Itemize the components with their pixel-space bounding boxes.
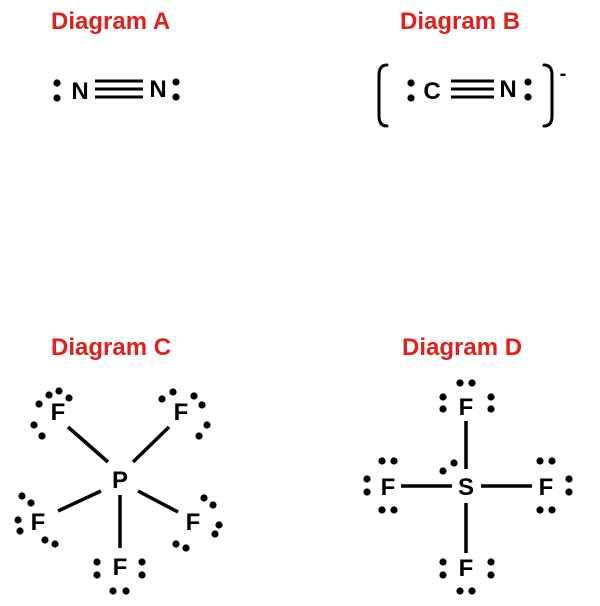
lone-pair-dot <box>450 459 458 467</box>
bond-line <box>66 425 110 464</box>
lone-pair-dot <box>45 391 53 399</box>
lone-pair-dot <box>468 587 476 595</box>
lone-pair-dot <box>53 94 61 102</box>
lone-pair-dot <box>195 432 203 440</box>
lone-pair-dot <box>211 530 219 538</box>
atom-f-bottom: F <box>459 555 474 582</box>
lone-pair-dot <box>109 587 117 595</box>
lone-pair-dot <box>524 93 532 101</box>
lone-pair-dot <box>30 421 38 429</box>
atom-c: C <box>423 78 440 105</box>
lone-pair-dot <box>390 457 398 465</box>
lone-pair-dot <box>565 488 573 496</box>
atom-f-right: F <box>539 474 554 501</box>
atom-f-lower-left: F <box>31 509 46 536</box>
diagram-a-structure: N N <box>53 76 180 105</box>
atom-f-left: F <box>381 474 396 501</box>
lone-pair-dot <box>38 432 46 440</box>
lone-pair-dot <box>487 393 495 401</box>
lone-pair-dot <box>203 421 211 429</box>
lone-pair-dot <box>390 506 398 514</box>
lone-pair-dot <box>27 499 35 507</box>
atom-n-right: N <box>149 76 166 103</box>
lone-pair-dot <box>524 78 532 86</box>
lone-pair-dot <box>41 536 49 544</box>
left-bracket <box>377 63 389 128</box>
right-bracket <box>542 63 554 128</box>
diagram-d-title: Diagram D <box>402 334 522 361</box>
lone-pair-dot <box>53 79 61 87</box>
diagram-a-title: Diagram A <box>51 8 170 35</box>
lone-pair-dot <box>536 457 544 465</box>
lone-pair-dot <box>487 571 495 579</box>
lone-pair-dot <box>172 93 180 101</box>
lone-pair-dot <box>439 571 447 579</box>
lone-pair-dot <box>565 475 573 483</box>
lone-pair-dot <box>456 379 464 387</box>
lone-pair-dot <box>200 494 208 502</box>
atom-f-bottom: F <box>113 554 128 581</box>
lone-pair-dot <box>172 78 180 86</box>
lone-pair-dot <box>407 79 415 87</box>
lone-pair-dot <box>363 488 371 496</box>
lone-pair-dot <box>172 540 180 548</box>
diagram-c-structure: P F F F F F <box>14 387 223 595</box>
lone-pair-dot <box>182 544 190 552</box>
lone-pair-dot <box>169 388 177 396</box>
diagram-c-title: Diagram C <box>51 334 171 361</box>
lone-pair-dot <box>18 492 26 500</box>
lone-pair-dot <box>215 521 223 529</box>
atom-s: S <box>458 474 474 501</box>
lone-pair-dot <box>487 558 495 566</box>
atom-p: P <box>112 467 128 494</box>
lone-pair-dot <box>138 571 146 579</box>
lone-pair-dot <box>55 387 63 395</box>
lone-pair-dot <box>407 94 415 102</box>
lone-pair-dot <box>439 405 447 413</box>
lone-pair-dot <box>468 379 476 387</box>
lone-pair-dot <box>158 395 166 403</box>
lone-pair-dot <box>65 394 73 402</box>
lone-pair-dot <box>198 401 206 409</box>
lone-pair-dot <box>439 558 447 566</box>
lone-pair-dot <box>190 392 198 400</box>
lone-pair-dot <box>378 506 386 514</box>
lone-pair-dot <box>363 475 371 483</box>
bond-line <box>57 489 102 513</box>
bond-line <box>131 425 171 464</box>
charge-label: - <box>560 63 567 85</box>
lone-pair-dot <box>93 558 101 566</box>
lone-pair-dot <box>439 467 447 475</box>
lone-pair-dot <box>439 393 447 401</box>
atom-f-top: F <box>459 394 474 421</box>
lone-pair-dot <box>536 506 544 514</box>
lone-pair-dot <box>548 457 556 465</box>
lone-pair-dot <box>548 506 556 514</box>
bond-line <box>137 489 179 514</box>
lone-pair-dot <box>51 540 59 548</box>
lone-pair-dot <box>14 516 22 524</box>
lone-pair-dot <box>487 405 495 413</box>
diagram-d-structure: S F F F F <box>363 379 573 595</box>
atom-f-upper-right: F <box>174 399 189 426</box>
lone-pair-dot <box>378 457 386 465</box>
diagram-b-title: Diagram B <box>400 8 520 35</box>
lone-pair-dot <box>35 400 43 408</box>
atom-f-lower-right: F <box>186 509 201 536</box>
lone-pair-dot <box>209 501 217 509</box>
atom-f-upper-left: F <box>51 399 66 426</box>
lone-pair-dot <box>138 558 146 566</box>
lone-pair-dot <box>456 587 464 595</box>
diagram-b-structure: C N - <box>377 63 567 128</box>
lone-pair-dot <box>122 587 130 595</box>
lone-pair-dot <box>16 527 24 535</box>
atom-n-left: N <box>71 78 88 105</box>
lone-pair-dot <box>93 571 101 579</box>
atom-n: N <box>499 76 516 103</box>
